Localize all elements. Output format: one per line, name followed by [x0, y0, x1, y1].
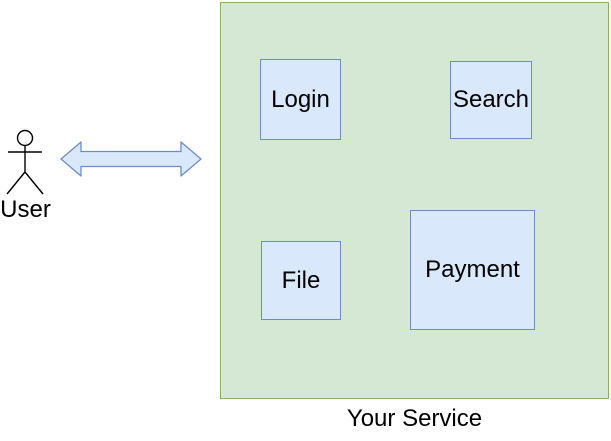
double-arrow-connector	[60, 141, 202, 177]
user-actor-icon	[6, 129, 44, 195]
component-file: File	[261, 241, 341, 320]
component-search: Search	[450, 61, 532, 139]
service-label: Your Service	[346, 405, 483, 432]
component-payment: Payment	[410, 210, 535, 330]
component-login: Login	[260, 59, 341, 140]
actor-label: User	[0, 196, 51, 223]
